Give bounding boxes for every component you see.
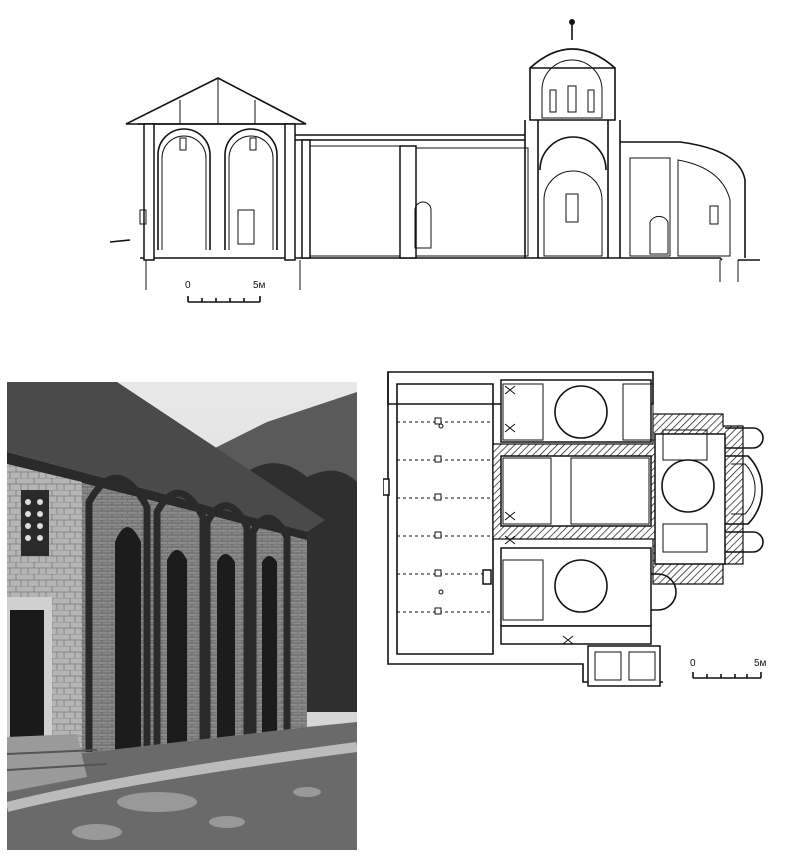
church-section-drawing: 0 5м [110,10,760,310]
section-scale-bar [187,296,261,303]
plan-scale-bar [692,672,762,679]
section-scale-zero: 0 [185,280,191,291]
plan-scale-five: 5м [754,658,767,669]
church-floor-plan: 0 5м [383,364,798,694]
church-exterior-photograph [7,382,357,850]
section-scale-five: 5м [253,280,266,291]
plan-scale-zero: 0 [690,658,696,669]
